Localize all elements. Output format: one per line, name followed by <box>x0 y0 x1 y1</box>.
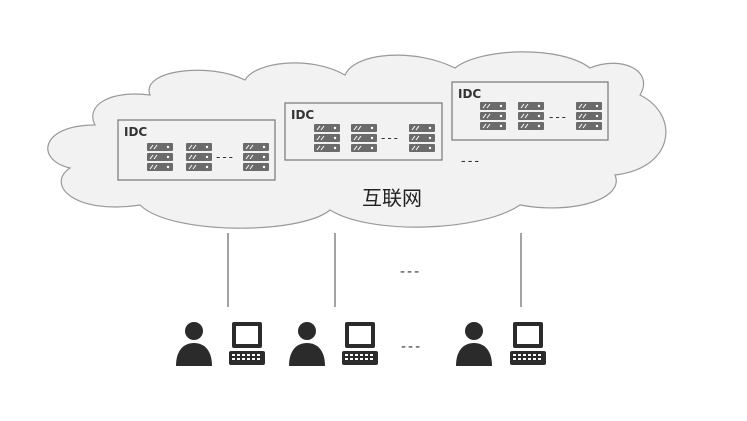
clients-more-ellipsis: --- <box>400 264 421 280</box>
client-group-3 <box>456 322 546 366</box>
connection-lines <box>227 233 522 307</box>
idc-box-1: IDC --- <box>117 119 276 181</box>
cloud-more-ellipsis: --- <box>461 154 481 169</box>
computer-terminal-icon <box>229 322 265 365</box>
server-rack-icon <box>517 101 545 131</box>
server-rack-icon <box>479 101 507 131</box>
server-rack-icon <box>575 101 603 131</box>
idc-box-3: IDC --- <box>451 81 609 141</box>
server-ellipsis: --- <box>216 150 235 164</box>
users-more-ellipsis: --- <box>401 339 422 355</box>
person-icon <box>289 322 325 366</box>
computer-terminal-icon <box>342 322 378 365</box>
idc-label: IDC <box>291 108 314 122</box>
server-rack-icon <box>408 123 436 153</box>
server-rack-icon <box>146 142 174 172</box>
client-group-1 <box>176 322 265 366</box>
client-group-2 <box>289 322 378 366</box>
computer-terminal-icon <box>510 322 546 365</box>
server-ellipsis: --- <box>381 131 400 145</box>
person-icon <box>176 322 212 366</box>
idc-label: IDC <box>458 87 481 101</box>
cloud-label: 互联网 <box>362 186 422 210</box>
person-icon <box>456 322 492 366</box>
server-rack-icon <box>185 142 213 172</box>
server-ellipsis: --- <box>549 110 568 124</box>
server-rack-icon <box>350 123 378 153</box>
idc-label: IDC <box>124 125 147 139</box>
idc-box-2: IDC --- <box>284 102 443 161</box>
server-rack-icon <box>313 123 341 153</box>
server-rack-icon <box>242 142 270 172</box>
